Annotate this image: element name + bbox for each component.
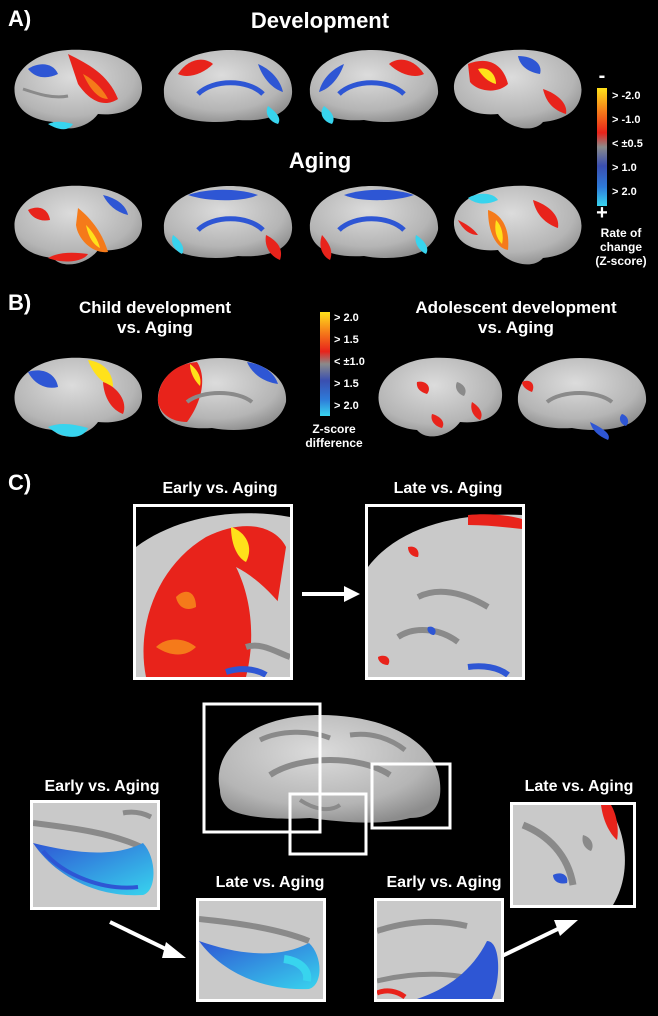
panel-c-label: C) [8, 470, 32, 495]
adolescent-development-title: Adolescent development vs. Aging [415, 298, 617, 337]
zdiff-colorbar-tick-5: > 2.0 [334, 400, 359, 412]
zdiff-colorbar-tick-4: > 1.5 [334, 378, 359, 390]
adolescent-medial-brain [517, 358, 647, 440]
panel-b-label: B) [8, 290, 32, 315]
development-medial-left-brain [163, 50, 293, 124]
child-development-title: Child development vs. Aging [78, 298, 232, 337]
zoom-early-anterior [374, 898, 504, 1002]
rate-colorbar-note: Rate of change (Z-score) [595, 226, 647, 268]
zoom-early-temporal [30, 800, 160, 910]
box-temporal [288, 792, 368, 856]
panel-a-label: A) [8, 6, 32, 31]
zdiff-colorbar-note: Z-score difference [305, 422, 363, 450]
development-title: Development [250, 8, 390, 33]
zoom-early-posterior [133, 504, 293, 680]
zdiff-colorbar [320, 312, 330, 416]
bottom-right-early-title: Early vs. Aging [386, 874, 502, 891]
box-posterior [202, 702, 322, 834]
aging-lateral-right-brain [453, 185, 582, 265]
aging-title: Aging [288, 148, 352, 173]
rate-colorbar [597, 88, 607, 206]
bottom-left-arrow [109, 920, 186, 958]
rate-colorbar-sign-bottom: + [596, 202, 608, 224]
rate-colorbar-tick-4: > 1.0 [612, 162, 637, 174]
rate-colorbar-sign-top: - [598, 65, 606, 87]
development-lateral-left-brain [14, 49, 143, 130]
aging-medial-left-brain [163, 186, 293, 260]
zdiff-colorbar-tick-3: < ±1.0 [334, 356, 365, 368]
bottom-left-late-title: Late vs. Aging [215, 874, 325, 891]
top-late-title: Late vs. Aging [393, 480, 503, 497]
zoom-late-posterior [365, 504, 525, 680]
bottom-right-arrow [501, 920, 578, 958]
rate-colorbar-tick-5: > 2.0 [612, 186, 637, 198]
aging-lateral-left-brain [14, 185, 143, 265]
rate-colorbar-tick-2: > -1.0 [612, 114, 641, 126]
child-lateral-brain [14, 357, 143, 437]
zdiff-colorbar-tick-1: > 2.0 [334, 312, 359, 324]
child-medial-brain [157, 358, 287, 430]
bottom-left-early-title: Early vs. Aging [44, 778, 160, 795]
box-anterior [370, 762, 452, 830]
zoom-late-anterior [510, 802, 636, 908]
rate-colorbar-tick-3: < ±0.5 [612, 138, 643, 150]
adolescent-lateral-brain [378, 357, 503, 437]
zoom-late-temporal [196, 898, 326, 1002]
zdiff-colorbar-tick-2: > 1.5 [334, 334, 359, 346]
bottom-right-late-title: Late vs. Aging [524, 778, 634, 795]
rate-colorbar-tick-1: > -2.0 [612, 90, 641, 102]
development-lateral-right-brain [453, 49, 582, 129]
development-medial-right-brain [309, 50, 439, 124]
top-arrow [302, 586, 360, 602]
top-early-title: Early vs. Aging [162, 480, 278, 497]
aging-medial-right-brain [309, 186, 439, 260]
central-medial-brain [202, 702, 452, 856]
